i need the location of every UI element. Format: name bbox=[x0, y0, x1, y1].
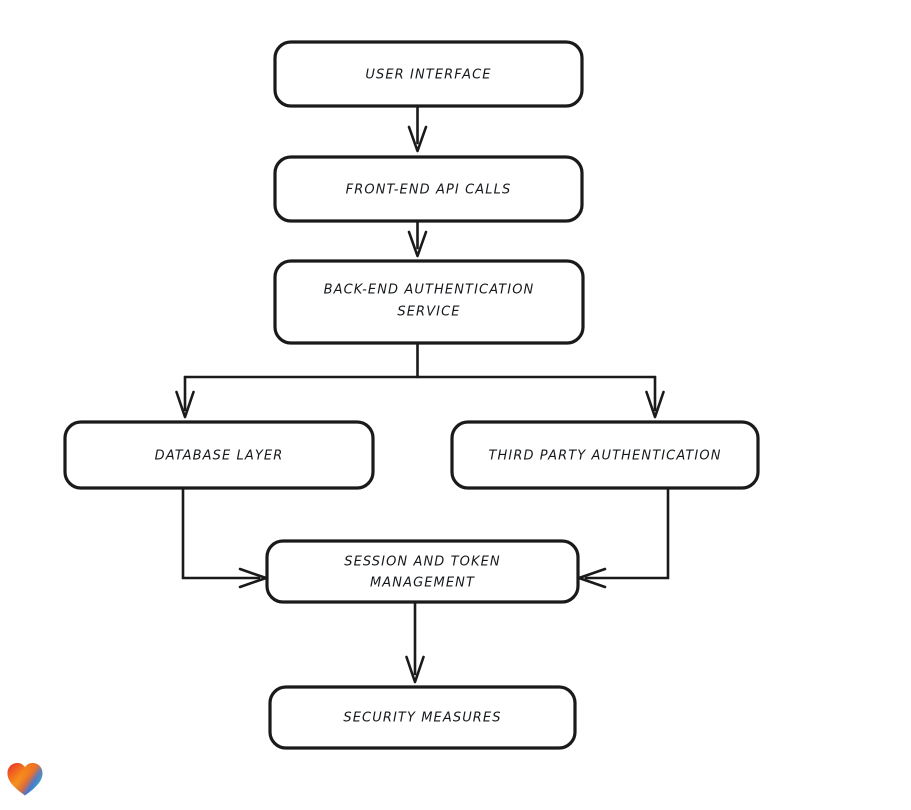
node-label-backend-auth-service-line1: BACK-END AUTHENTICATION bbox=[324, 283, 535, 298]
arrowhead-icon bbox=[407, 125, 428, 153]
edge-backend-to-database bbox=[175, 375, 195, 419]
node-label-third-party-authentication: THIRD PARTY AUTHENTICATION bbox=[488, 449, 721, 464]
edge-database-to-session bbox=[181, 486, 268, 589]
node-label-security-measures: SECURITY MEASURES bbox=[343, 711, 501, 726]
arrowhead-icon bbox=[407, 230, 428, 258]
node-box[interactable] bbox=[268, 685, 577, 750]
node-box[interactable] bbox=[63, 420, 375, 490]
heart-icon bbox=[7, 763, 43, 796]
node-security-measures[interactable]: SECURITY MEASURES bbox=[268, 685, 577, 750]
edge-backend-to-thirdparty bbox=[645, 375, 665, 419]
node-label-frontend-api-calls: FRONT-END API CALLS bbox=[346, 183, 512, 198]
edge-backend-split-bus bbox=[183, 341, 657, 379]
node-box[interactable] bbox=[273, 155, 584, 223]
edge-line bbox=[584, 486, 670, 580]
node-label-session-token-management-line1: SESSION AND TOKEN bbox=[344, 555, 501, 570]
node-database-layer[interactable]: DATABASE LAYER bbox=[63, 420, 375, 490]
edge-line bbox=[181, 486, 261, 580]
heart-shade bbox=[7, 763, 43, 796]
arrowhead-icon bbox=[175, 390, 195, 419]
arrowhead-icon bbox=[645, 390, 665, 419]
node-session-token-management[interactable]: SESSION AND TOKEN MANAGEMENT bbox=[265, 539, 580, 604]
node-label-database-layer: DATABASE LAYER bbox=[155, 449, 284, 464]
node-label-backend-auth-service-line2: SERVICE bbox=[397, 305, 460, 320]
node-third-party-authentication[interactable]: THIRD PARTY AUTHENTICATION bbox=[450, 420, 760, 490]
node-box[interactable] bbox=[273, 259, 585, 345]
arrowhead-icon bbox=[405, 655, 425, 684]
node-box[interactable] bbox=[265, 539, 580, 604]
node-box[interactable] bbox=[450, 420, 760, 490]
node-box[interactable] bbox=[273, 40, 584, 108]
node-user-interface[interactable]: USER INTERFACE bbox=[273, 40, 584, 108]
node-label-session-token-management-line2: MANAGEMENT bbox=[370, 576, 475, 591]
edge-frontend-to-backend bbox=[407, 219, 428, 258]
edge-thirdparty-to-session bbox=[577, 486, 670, 589]
node-frontend-api-calls[interactable]: FRONT-END API CALLS bbox=[273, 155, 584, 223]
edge-session-to-security bbox=[405, 600, 425, 684]
node-backend-auth-service[interactable]: BACK-END AUTHENTICATION SERVICE bbox=[273, 259, 585, 345]
edge-ui-to-frontend bbox=[407, 104, 428, 153]
node-label-user-interface: USER INTERFACE bbox=[365, 68, 491, 83]
